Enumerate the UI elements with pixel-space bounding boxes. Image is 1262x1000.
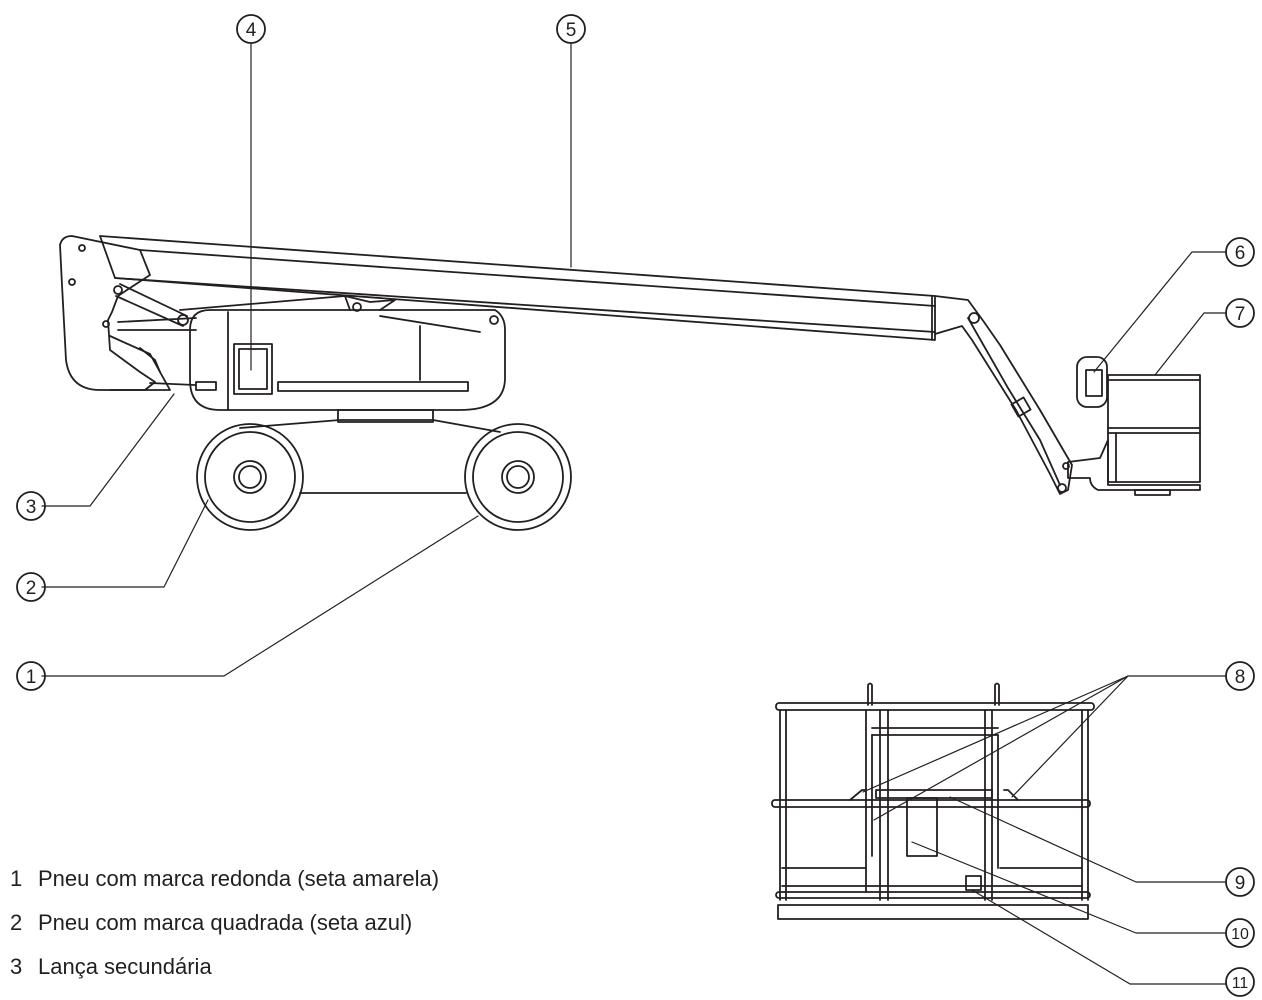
front-tire: [464, 423, 572, 531]
svg-text:1: 1: [26, 667, 37, 688]
legend-item: 2 Pneu com marca quadrada (seta azul): [10, 912, 439, 934]
main-boom: [99, 235, 936, 341]
platform-side: [1067, 356, 1201, 496]
callout-7: 7: [1225, 298, 1255, 328]
callout-4: 4: [236, 14, 266, 44]
boom-turret-end: [59, 235, 362, 391]
leader-line-9: [949, 796, 1227, 883]
leader-line-7: [1154, 312, 1227, 376]
legend-item: 3 Lança secundária: [10, 956, 439, 978]
decal-box: [233, 343, 273, 395]
turntable: [189, 309, 506, 423]
platform-rear-view: [771, 682, 1095, 920]
callout-6: 6: [1225, 237, 1255, 267]
svg-text:11: 11: [1232, 975, 1249, 992]
legend-number: 3: [10, 954, 23, 979]
leader-line-8c: [1011, 675, 1129, 798]
callout-5: 5: [556, 14, 586, 44]
legend: 1 Pneu com marca redonda (seta amarela) 2…: [10, 868, 439, 1000]
callout-2: 2: [16, 572, 46, 602]
leader-line-3: [41, 393, 175, 507]
chassis: [239, 419, 501, 494]
svg-text:6: 6: [1235, 243, 1246, 264]
callout-11: 11: [1225, 967, 1255, 997]
leader-line-8: [862, 675, 1227, 793]
leader-lines: [41, 43, 1227, 985]
svg-text:7: 7: [1235, 304, 1246, 325]
svg-text:10: 10: [1231, 926, 1249, 943]
callout-8: 8: [1225, 661, 1255, 691]
leader-line-10: [911, 841, 1227, 934]
leader-line-11: [971, 889, 1227, 985]
leader-line-1: [41, 515, 479, 677]
legend-text: Lança secundária: [38, 954, 212, 979]
secondary-boom: [109, 283, 396, 391]
callout-9: 9: [1225, 867, 1255, 897]
svg-text:3: 3: [26, 497, 37, 518]
callout-3: 3: [16, 491, 46, 521]
jib-arm: [934, 295, 1073, 495]
legend-number: 2: [10, 910, 23, 935]
legend-item: 1 Pneu com marca redonda (seta amarela): [10, 868, 439, 890]
svg-text:9: 9: [1235, 873, 1246, 894]
svg-text:5: 5: [566, 20, 577, 41]
legend-text: Pneu com marca redonda (seta amarela): [38, 866, 440, 891]
leader-line-6: [1093, 251, 1227, 373]
svg-text:2: 2: [26, 578, 37, 599]
legend-number: 1: [10, 866, 23, 891]
svg-text:4: 4: [246, 20, 257, 41]
leader-line-8b: [873, 675, 1129, 821]
callout-10: 10: [1225, 918, 1255, 948]
rear-tire: [196, 423, 304, 531]
legend-text: Pneu com marca quadrada (seta azul): [38, 910, 413, 935]
leader-line-2: [41, 499, 209, 588]
callout-1: 1: [16, 661, 46, 691]
svg-text:8: 8: [1235, 667, 1246, 688]
